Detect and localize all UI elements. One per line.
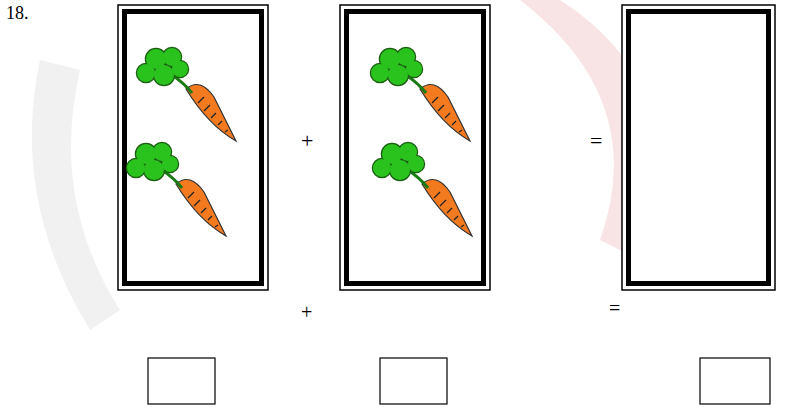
watermark bbox=[32, 0, 658, 330]
card-box bbox=[118, 5, 775, 290]
equals-sign: = bbox=[609, 298, 620, 318]
answer-box bbox=[148, 358, 770, 404]
equals-sign: = bbox=[590, 130, 602, 152]
carrot-picture bbox=[127, 48, 472, 236]
plus-sign: + bbox=[301, 130, 313, 152]
plus-sign: + bbox=[301, 302, 312, 322]
question-number: 18. bbox=[6, 4, 29, 22]
